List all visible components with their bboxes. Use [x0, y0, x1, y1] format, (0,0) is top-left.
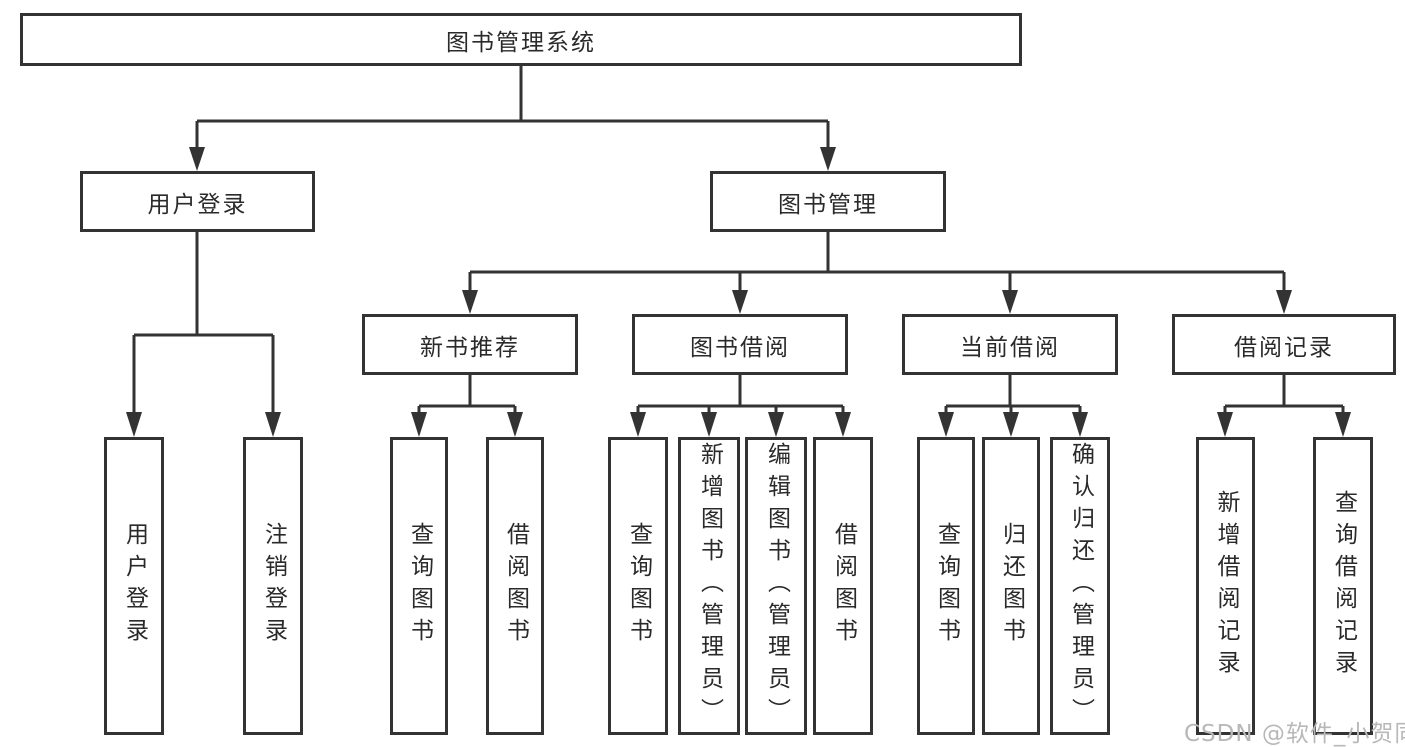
node-label: 图书管理 — [778, 191, 878, 218]
node-label: 图书借阅 — [690, 334, 790, 361]
node-label: 图书管理系统 — [446, 29, 596, 56]
leaf-confirm-return-admin: 确认归还（管理员） — [1050, 437, 1110, 735]
csdn-watermark: CSDN @软件_小贺同学 — [1184, 721, 1405, 747]
arrow-down-icon — [189, 147, 205, 171]
arrow-down-icon — [1002, 290, 1018, 314]
node-borrowing-records: 借阅记录 — [1172, 314, 1396, 375]
node-book-borrowing: 图书借阅 — [632, 314, 848, 375]
arrow-down-icon — [1072, 412, 1088, 437]
leaf-label: 确认归还（管理员） — [1067, 442, 1094, 730]
leaf-borrow-books-recommend: 借阅图书 — [486, 437, 544, 735]
arrow-down-icon — [938, 412, 954, 437]
leaf-label: 查询图书 — [933, 522, 960, 650]
leaf-label: 用户登录 — [121, 522, 148, 650]
arrow-down-icon — [701, 412, 717, 437]
leaf-label: 新增图书（管理员） — [696, 442, 723, 730]
leaf-label: 注销登录 — [260, 522, 287, 650]
leaf-query-books-current: 查询图书 — [917, 437, 975, 735]
node-label: 当前借阅 — [960, 334, 1060, 361]
node-book-management: 图书管理 — [710, 171, 946, 232]
arrow-down-icon — [1003, 412, 1019, 437]
node-current-borrowing: 当前借阅 — [902, 314, 1118, 375]
leaf-return-books: 归还图书 — [982, 437, 1040, 735]
leaf-label: 查询图书 — [406, 522, 433, 650]
leaf-query-books-borrowing: 查询图书 — [608, 437, 668, 735]
arrow-down-icon — [1276, 290, 1292, 314]
leaf-label: 查询图书 — [625, 522, 652, 650]
arrow-down-icon — [732, 290, 748, 314]
leaf-logout: 注销登录 — [243, 437, 303, 735]
leaf-query-books-recommend: 查询图书 — [390, 437, 448, 735]
arrow-down-icon — [835, 412, 851, 437]
arrow-down-icon — [411, 412, 427, 437]
leaf-label: 新增借阅记录 — [1213, 490, 1239, 682]
arrow-down-icon — [126, 412, 142, 437]
leaf-user-login: 用户登录 — [104, 437, 164, 735]
node-label: 借阅记录 — [1234, 334, 1334, 361]
arrow-down-icon — [630, 412, 646, 437]
arrow-down-icon — [507, 412, 523, 437]
leaf-label: 查询借阅记录 — [1330, 490, 1357, 682]
arrow-down-icon — [265, 412, 281, 437]
arrow-down-icon — [462, 290, 478, 314]
leaf-label: 归还图书 — [998, 522, 1025, 650]
node-library-management-system: 图书管理系统 — [20, 13, 1022, 66]
leaf-label: 编辑图书（管理员） — [763, 442, 790, 730]
arrow-down-icon — [820, 147, 836, 171]
leaf-query-borrow-record: 查询借阅记录 — [1313, 437, 1373, 735]
arrow-down-icon — [1335, 412, 1351, 437]
leaf-edit-books-admin: 编辑图书（管理员） — [745, 437, 807, 735]
node-user-login: 用户登录 — [80, 171, 315, 232]
leaf-borrow-books: 借阅图书 — [813, 437, 873, 735]
node-label: 用户登录 — [147, 191, 248, 218]
node-new-book-recommend: 新书推荐 — [362, 314, 578, 375]
leaf-add-books-admin: 新增图书（管理员） — [678, 437, 740, 735]
arrow-down-icon — [1217, 412, 1233, 437]
leaf-label: 借阅图书 — [502, 522, 529, 650]
leaf-add-borrow-record: 新增借阅记录 — [1196, 437, 1255, 735]
arrow-down-icon — [768, 412, 784, 437]
leaf-label: 借阅图书 — [830, 522, 857, 650]
node-label: 新书推荐 — [420, 334, 520, 361]
